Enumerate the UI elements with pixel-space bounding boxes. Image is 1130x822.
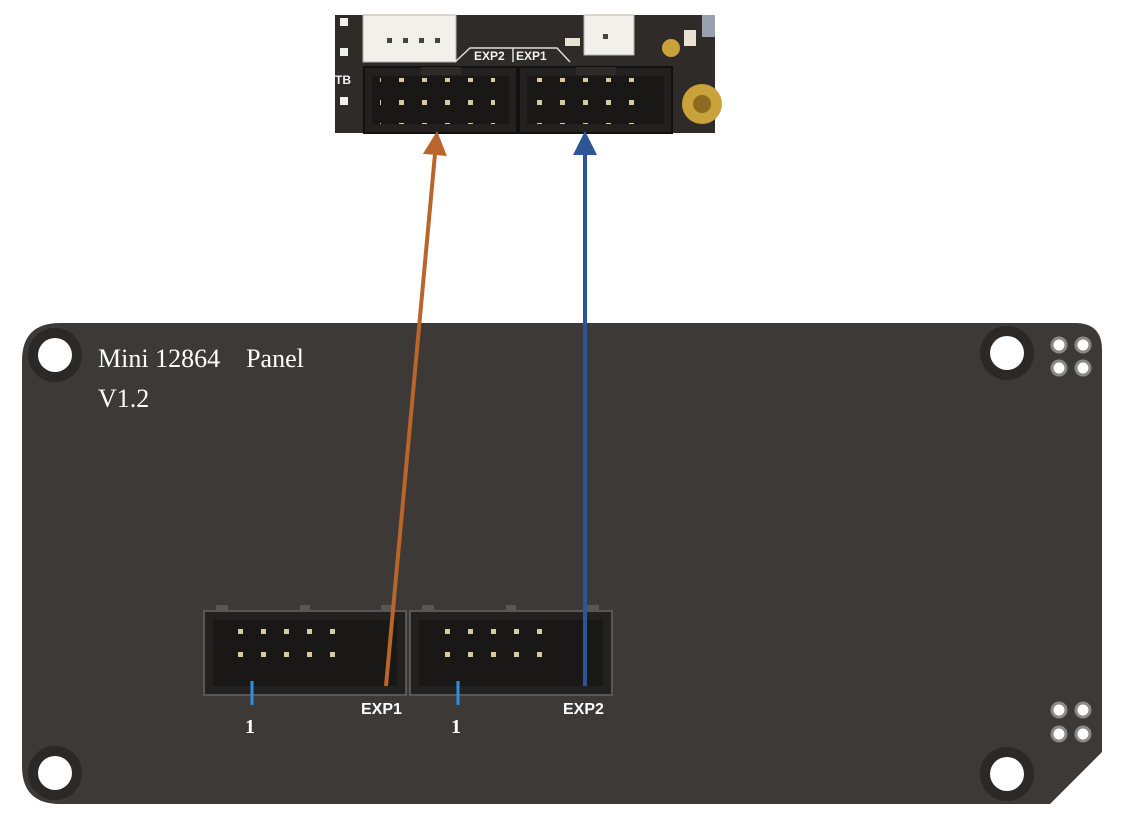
mainboard-silk-exp2: EXP2 — [474, 49, 505, 63]
jst-connector — [362, 14, 457, 63]
exp1-pin1-label: 1 — [245, 716, 255, 738]
mounting-hole — [980, 326, 1034, 380]
panel-exp1-header — [203, 605, 407, 696]
mounting-hole — [980, 747, 1034, 801]
exp2-label: EXP2 — [563, 701, 604, 718]
mainboard-exp1-header — [518, 66, 673, 134]
mini-12864-panel: Mini 12864 Panel V1.2 1 EXP1 — [22, 323, 1102, 804]
exp1-label: EXP1 — [361, 701, 402, 718]
jst-connector — [583, 14, 635, 56]
mainboard-silk-exp1: EXP1 — [516, 49, 547, 63]
panel-exp2-header — [409, 605, 613, 696]
mainboard-exp2-header — [363, 66, 518, 134]
mounting-hole — [28, 328, 82, 382]
mounting-hole — [28, 746, 82, 800]
mounting-pad — [662, 39, 680, 57]
via-cluster — [1050, 701, 1092, 743]
via-cluster — [1050, 336, 1092, 377]
wire-exp1-to-mainboard — [384, 131, 447, 687]
panel-pcb — [22, 323, 1102, 804]
panel-version: V1.2 — [98, 384, 149, 413]
exp2-pin1-label: 1 — [451, 716, 461, 738]
mainboard-silk-tb: TB — [335, 73, 351, 87]
mainboard: EXP2 EXP1 TB — [335, 14, 722, 134]
panel-title: Mini 12864 Panel — [98, 344, 304, 373]
